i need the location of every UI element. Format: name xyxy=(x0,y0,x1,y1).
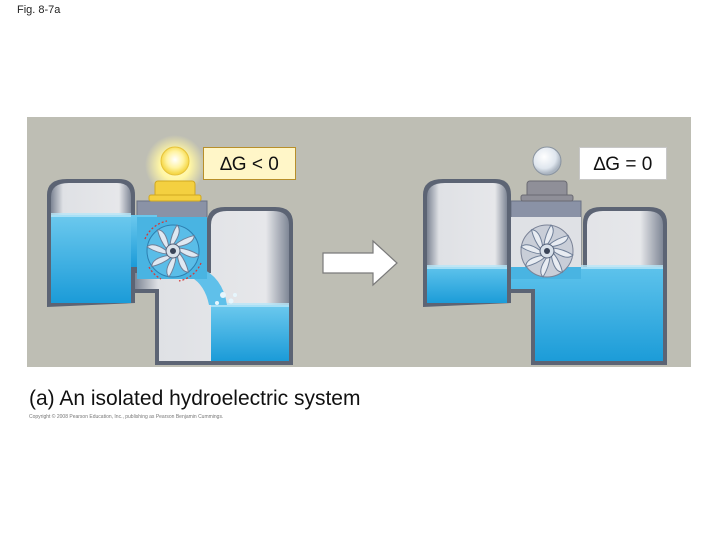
left-turbine-wheel xyxy=(146,224,200,278)
delta-g-negative-label: ∆G < 0 xyxy=(203,147,296,180)
rotation-arrows-icon xyxy=(144,220,202,282)
right-lower-water xyxy=(511,267,663,361)
light-bulb-unlit-icon xyxy=(532,146,562,176)
left-upper-water xyxy=(51,215,131,303)
figure-label: Fig. 8-7a xyxy=(17,4,61,16)
figure-caption: (a) An isolated hydroelectric system xyxy=(29,387,361,410)
right-upper-water xyxy=(427,267,507,303)
right-system xyxy=(423,146,667,367)
light-bulb-lit-icon xyxy=(160,146,190,176)
delta-g-zero-label: ∆G = 0 xyxy=(579,147,667,180)
right-turbine-wheel xyxy=(520,224,574,278)
right-arrow-icon xyxy=(322,239,398,287)
left-system xyxy=(47,135,293,367)
illustration-panel: ∆G < 0 ∆G = 0 xyxy=(27,117,691,367)
copyright-notice: Copyright © 2008 Pearson Education, Inc.… xyxy=(29,414,224,420)
left-lower-water xyxy=(211,305,289,361)
